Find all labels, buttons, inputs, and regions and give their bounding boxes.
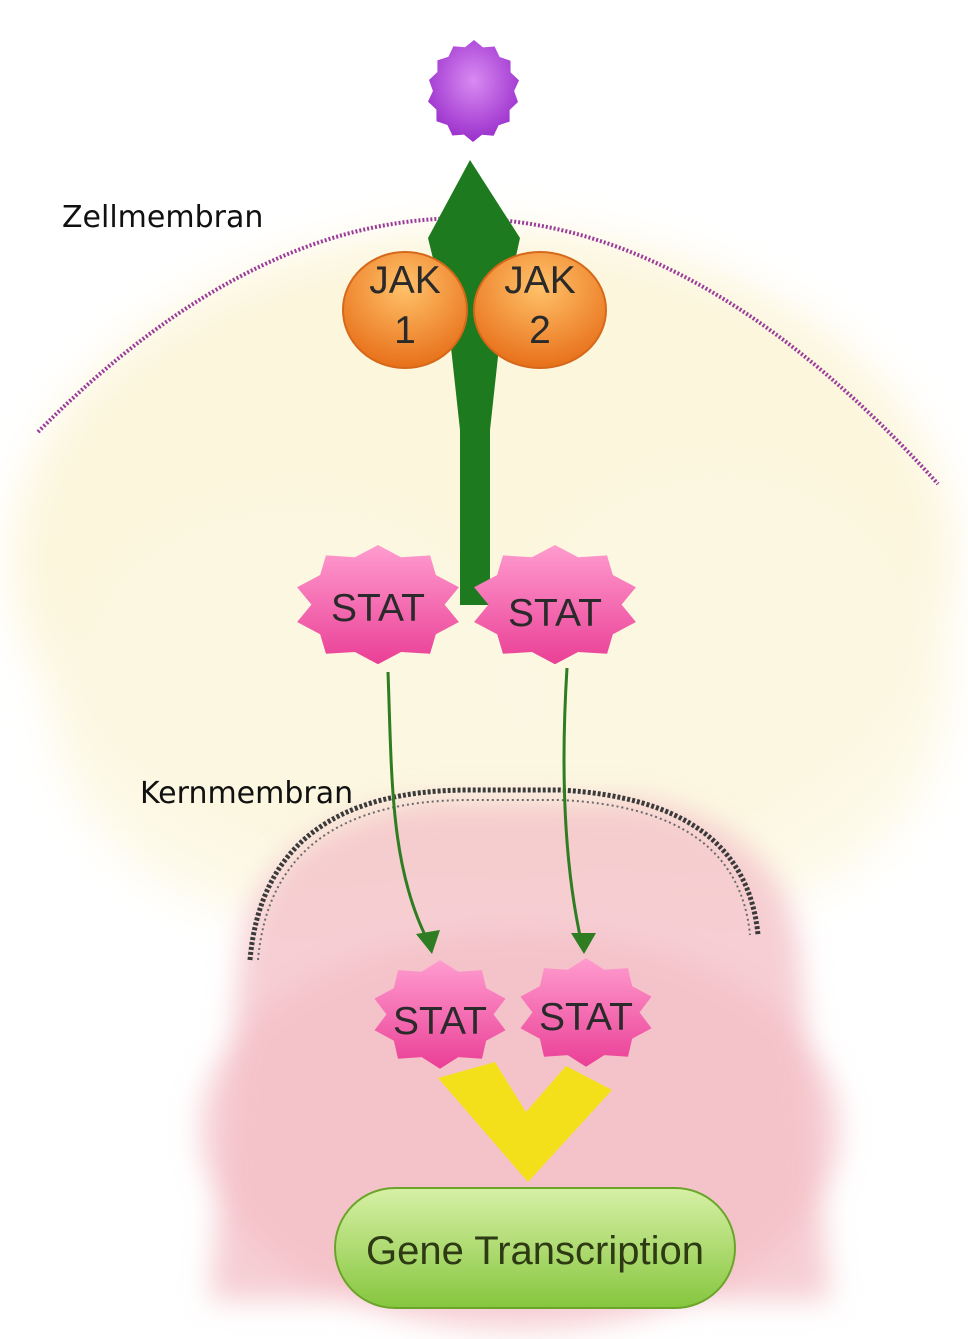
nuclear-membrane-label: Kernmembran [140,776,353,811]
stat-lower-left-label: STAT [393,1000,487,1043]
cell-membrane [36,216,940,486]
stat-lower-left: STAT [374,960,506,1069]
cell-membrane-label: Zellmembran [62,200,263,235]
jak2-number: 2 [529,309,551,352]
stat-lower-right-label: STAT [539,996,633,1039]
ligand-icon [428,40,519,142]
nuclear-membrane [247,787,761,961]
jak1-number: 1 [394,309,416,352]
stat-upper-right: STAT [474,545,636,665]
stat-upper-left: STAT [297,545,459,665]
stat-upper-left-label: STAT [331,587,425,630]
jak1-protein: JAK 1 [342,251,468,369]
gene-transcription-box: Gene Transcription [334,1187,736,1309]
translocation-arrow-left [386,671,432,946]
jak2-label: JAK [504,259,576,302]
translocation-arrow-right [562,667,584,946]
stat-lower-right: STAT [520,958,652,1067]
jak1-label: JAK [369,259,441,302]
dna-binding-element [438,1062,612,1182]
jak2-protein: JAK 2 [473,251,607,369]
gene-transcription-label: Gene Transcription [366,1229,704,1273]
stat-upper-right-label: STAT [508,592,602,635]
